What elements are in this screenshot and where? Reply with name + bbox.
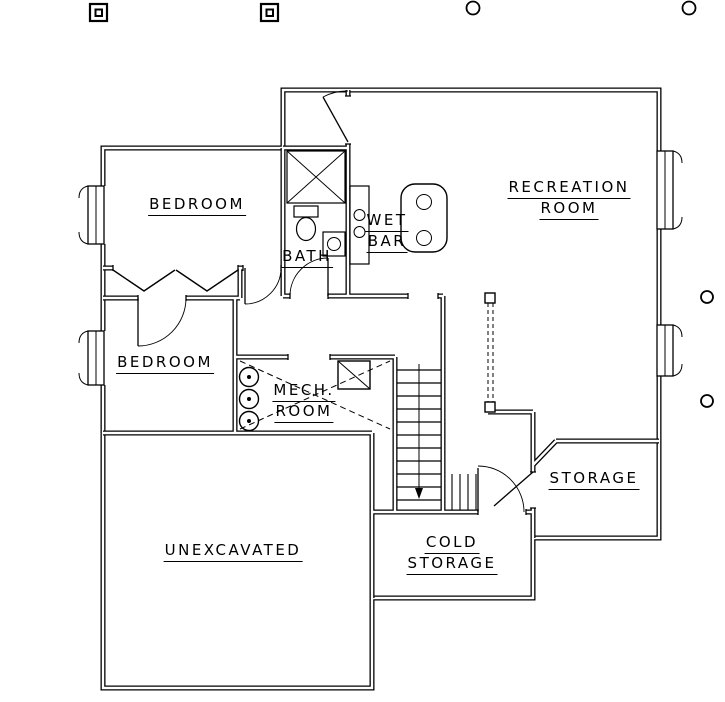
post bbox=[484, 401, 496, 413]
wetbar-fixtures bbox=[349, 183, 448, 265]
square-marker-icon bbox=[88, 2, 109, 23]
structural-posts bbox=[484, 292, 496, 413]
wetbar-counter bbox=[349, 185, 370, 265]
mech-equipment bbox=[238, 360, 391, 432]
circle-marker-icon bbox=[681, 0, 697, 16]
interior-walls bbox=[103, 90, 659, 598]
bifold-closet-doors bbox=[112, 269, 239, 292]
post bbox=[484, 292, 496, 304]
stairs bbox=[397, 364, 477, 510]
sheet-markers bbox=[88, 0, 714, 408]
door-symbols bbox=[137, 90, 534, 513]
exterior-walls bbox=[100, 87, 662, 691]
toilet bbox=[293, 205, 319, 242]
bar-sink bbox=[353, 209, 366, 221]
future-finish-dashed bbox=[239, 360, 391, 430]
jamb-ticks bbox=[112, 95, 536, 515]
furnace bbox=[337, 360, 371, 390]
circle-marker-icon bbox=[700, 394, 714, 408]
stair-direction-arrow bbox=[415, 488, 423, 499]
circle-marker-icon bbox=[700, 290, 714, 304]
bath-fixtures bbox=[286, 150, 346, 257]
landing-steps bbox=[451, 474, 477, 510]
vanity-sink bbox=[322, 231, 346, 257]
square-marker-icon bbox=[259, 2, 280, 23]
bar-island bbox=[400, 183, 448, 253]
bar-sink bbox=[353, 226, 366, 238]
circle-marker-icon bbox=[465, 0, 481, 16]
shower bbox=[286, 150, 346, 204]
window-symbols bbox=[78, 150, 683, 386]
